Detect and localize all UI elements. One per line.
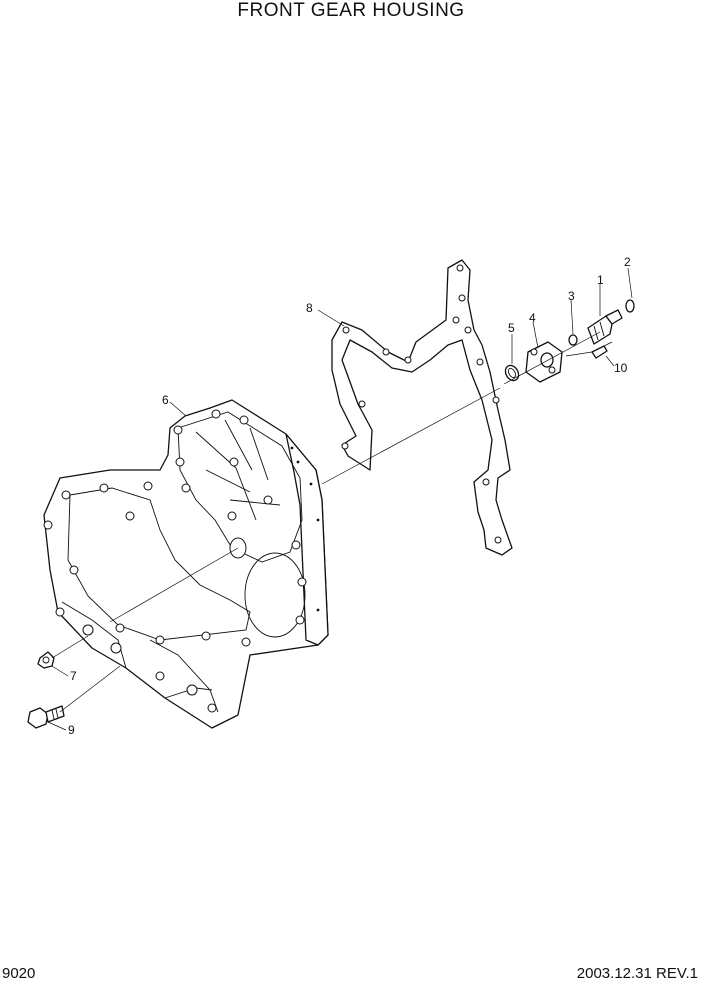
- sensor-1: [587, 315, 613, 345]
- seal-3: [568, 334, 578, 346]
- gasket-bolt-holes: [341, 264, 502, 544]
- callout-2: 2: [624, 255, 631, 269]
- callout-9: 9: [68, 723, 75, 737]
- page-number: 9020: [2, 965, 36, 982]
- callout-10: 10: [614, 361, 628, 375]
- callout-8: 8: [306, 301, 313, 315]
- clip-2: [625, 299, 635, 313]
- screw-10: [591, 345, 608, 359]
- gear-housing: [43, 399, 329, 729]
- callout-1: 1: [597, 273, 604, 287]
- callout-6: 6: [162, 393, 169, 407]
- callout-labels: 1 2 3 4 5 6 7 8 9 10: [68, 255, 631, 737]
- bolt-9: [27, 705, 65, 729]
- flange-dots: [290, 446, 320, 612]
- sensor-assembly: [504, 299, 635, 383]
- housing-bolt-holes: [43, 409, 307, 713]
- bolt-7: [37, 651, 55, 669]
- callout-7: 7: [70, 669, 77, 683]
- revision-date: 2003.12.31 REV.1: [576, 965, 698, 982]
- callout-4: 4: [529, 311, 536, 325]
- callout-3: 3: [568, 289, 575, 303]
- gasket: [331, 259, 513, 556]
- callout-leaders: [47, 267, 633, 731]
- alignment-lines: [51, 331, 601, 713]
- page-title: FRONT GEAR HOUSING: [237, 0, 465, 21]
- callout-5: 5: [508, 321, 515, 335]
